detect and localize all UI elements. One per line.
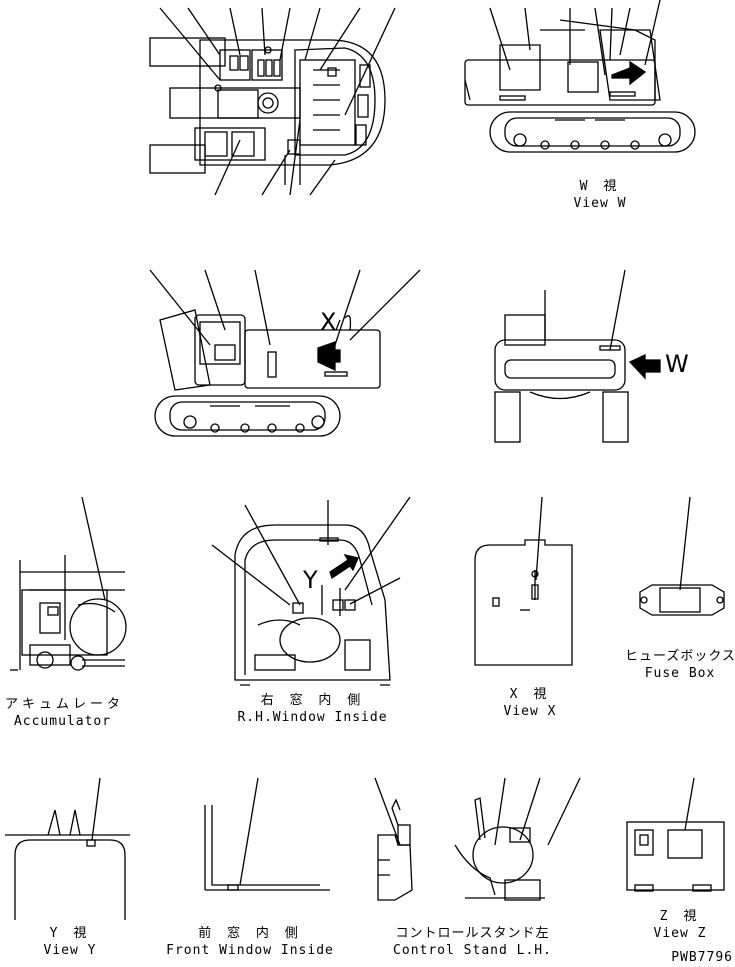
caption-accumulator-jp: アキュムレータ: [5, 697, 125, 712]
side-view-w: [464, 0, 696, 153]
caption-view-x: X 視 View X: [495, 686, 565, 720]
caption-view-w: W 視 View W: [570, 178, 630, 212]
rh-window-view: [211, 496, 411, 686]
drawing-code: PWB7796: [671, 950, 733, 965]
view-y: [5, 777, 130, 920]
accumulator-view: [10, 496, 127, 671]
caption-view-w-en: View W: [573, 196, 627, 211]
caption-control-stand: コントロールスタンド左 Control Stand L.H.: [385, 925, 560, 959]
caption-fuse-box-en: Fuse Box: [644, 666, 716, 681]
caption-view-w-jp: W 視: [579, 179, 621, 194]
callout-w: W: [665, 350, 689, 378]
view-x: [474, 496, 573, 666]
caption-front-window: 前 窓 内 側 Front Window Inside: [160, 925, 340, 959]
caption-fuse-box-jp: ヒューズボックス: [625, 649, 735, 664]
control-stand-view: [374, 777, 581, 901]
caption-control-stand-en: Control Stand L.H.: [393, 943, 552, 958]
caption-view-x-en: View X: [503, 704, 557, 719]
caption-view-z-jp: Z 視: [659, 909, 701, 924]
caption-view-z: Z 視 View Z: [645, 908, 715, 942]
caption-fuse-box: ヒューズボックス Fuse Box: [625, 648, 735, 682]
side-view-left: [149, 269, 421, 437]
caption-rh-window: 右 窓 内 側 R.H.Window Inside: [225, 692, 400, 726]
front-window-view: [204, 777, 330, 891]
fuse-box-view: [639, 496, 725, 616]
callout-y: Y: [303, 566, 318, 594]
caption-view-y-jp: Y 視: [49, 926, 91, 941]
caption-accumulator-en: Accumulator: [13, 714, 112, 729]
caption-view-y: Y 視 View Y: [35, 925, 105, 959]
top-plan-view: [149, 7, 396, 196]
caption-accumulator: アキュムレータ Accumulator: [5, 696, 120, 730]
rear-view: [494, 269, 661, 443]
caption-rh-window-en: R.H.Window Inside: [237, 710, 388, 725]
caption-view-x-jp: X 視: [509, 687, 551, 702]
caption-view-z-en: View Z: [653, 926, 707, 941]
caption-front-window-jp: 前 窓 内 側: [198, 926, 302, 941]
caption-front-window-en: Front Window Inside: [166, 943, 334, 958]
callout-x: X: [320, 308, 337, 336]
caption-control-stand-jp: コントロールスタンド左: [395, 926, 550, 941]
caption-view-y-en: View Y: [43, 943, 97, 958]
view-z: [626, 777, 725, 892]
caption-rh-window-jp: 右 窓 内 側: [260, 693, 365, 708]
